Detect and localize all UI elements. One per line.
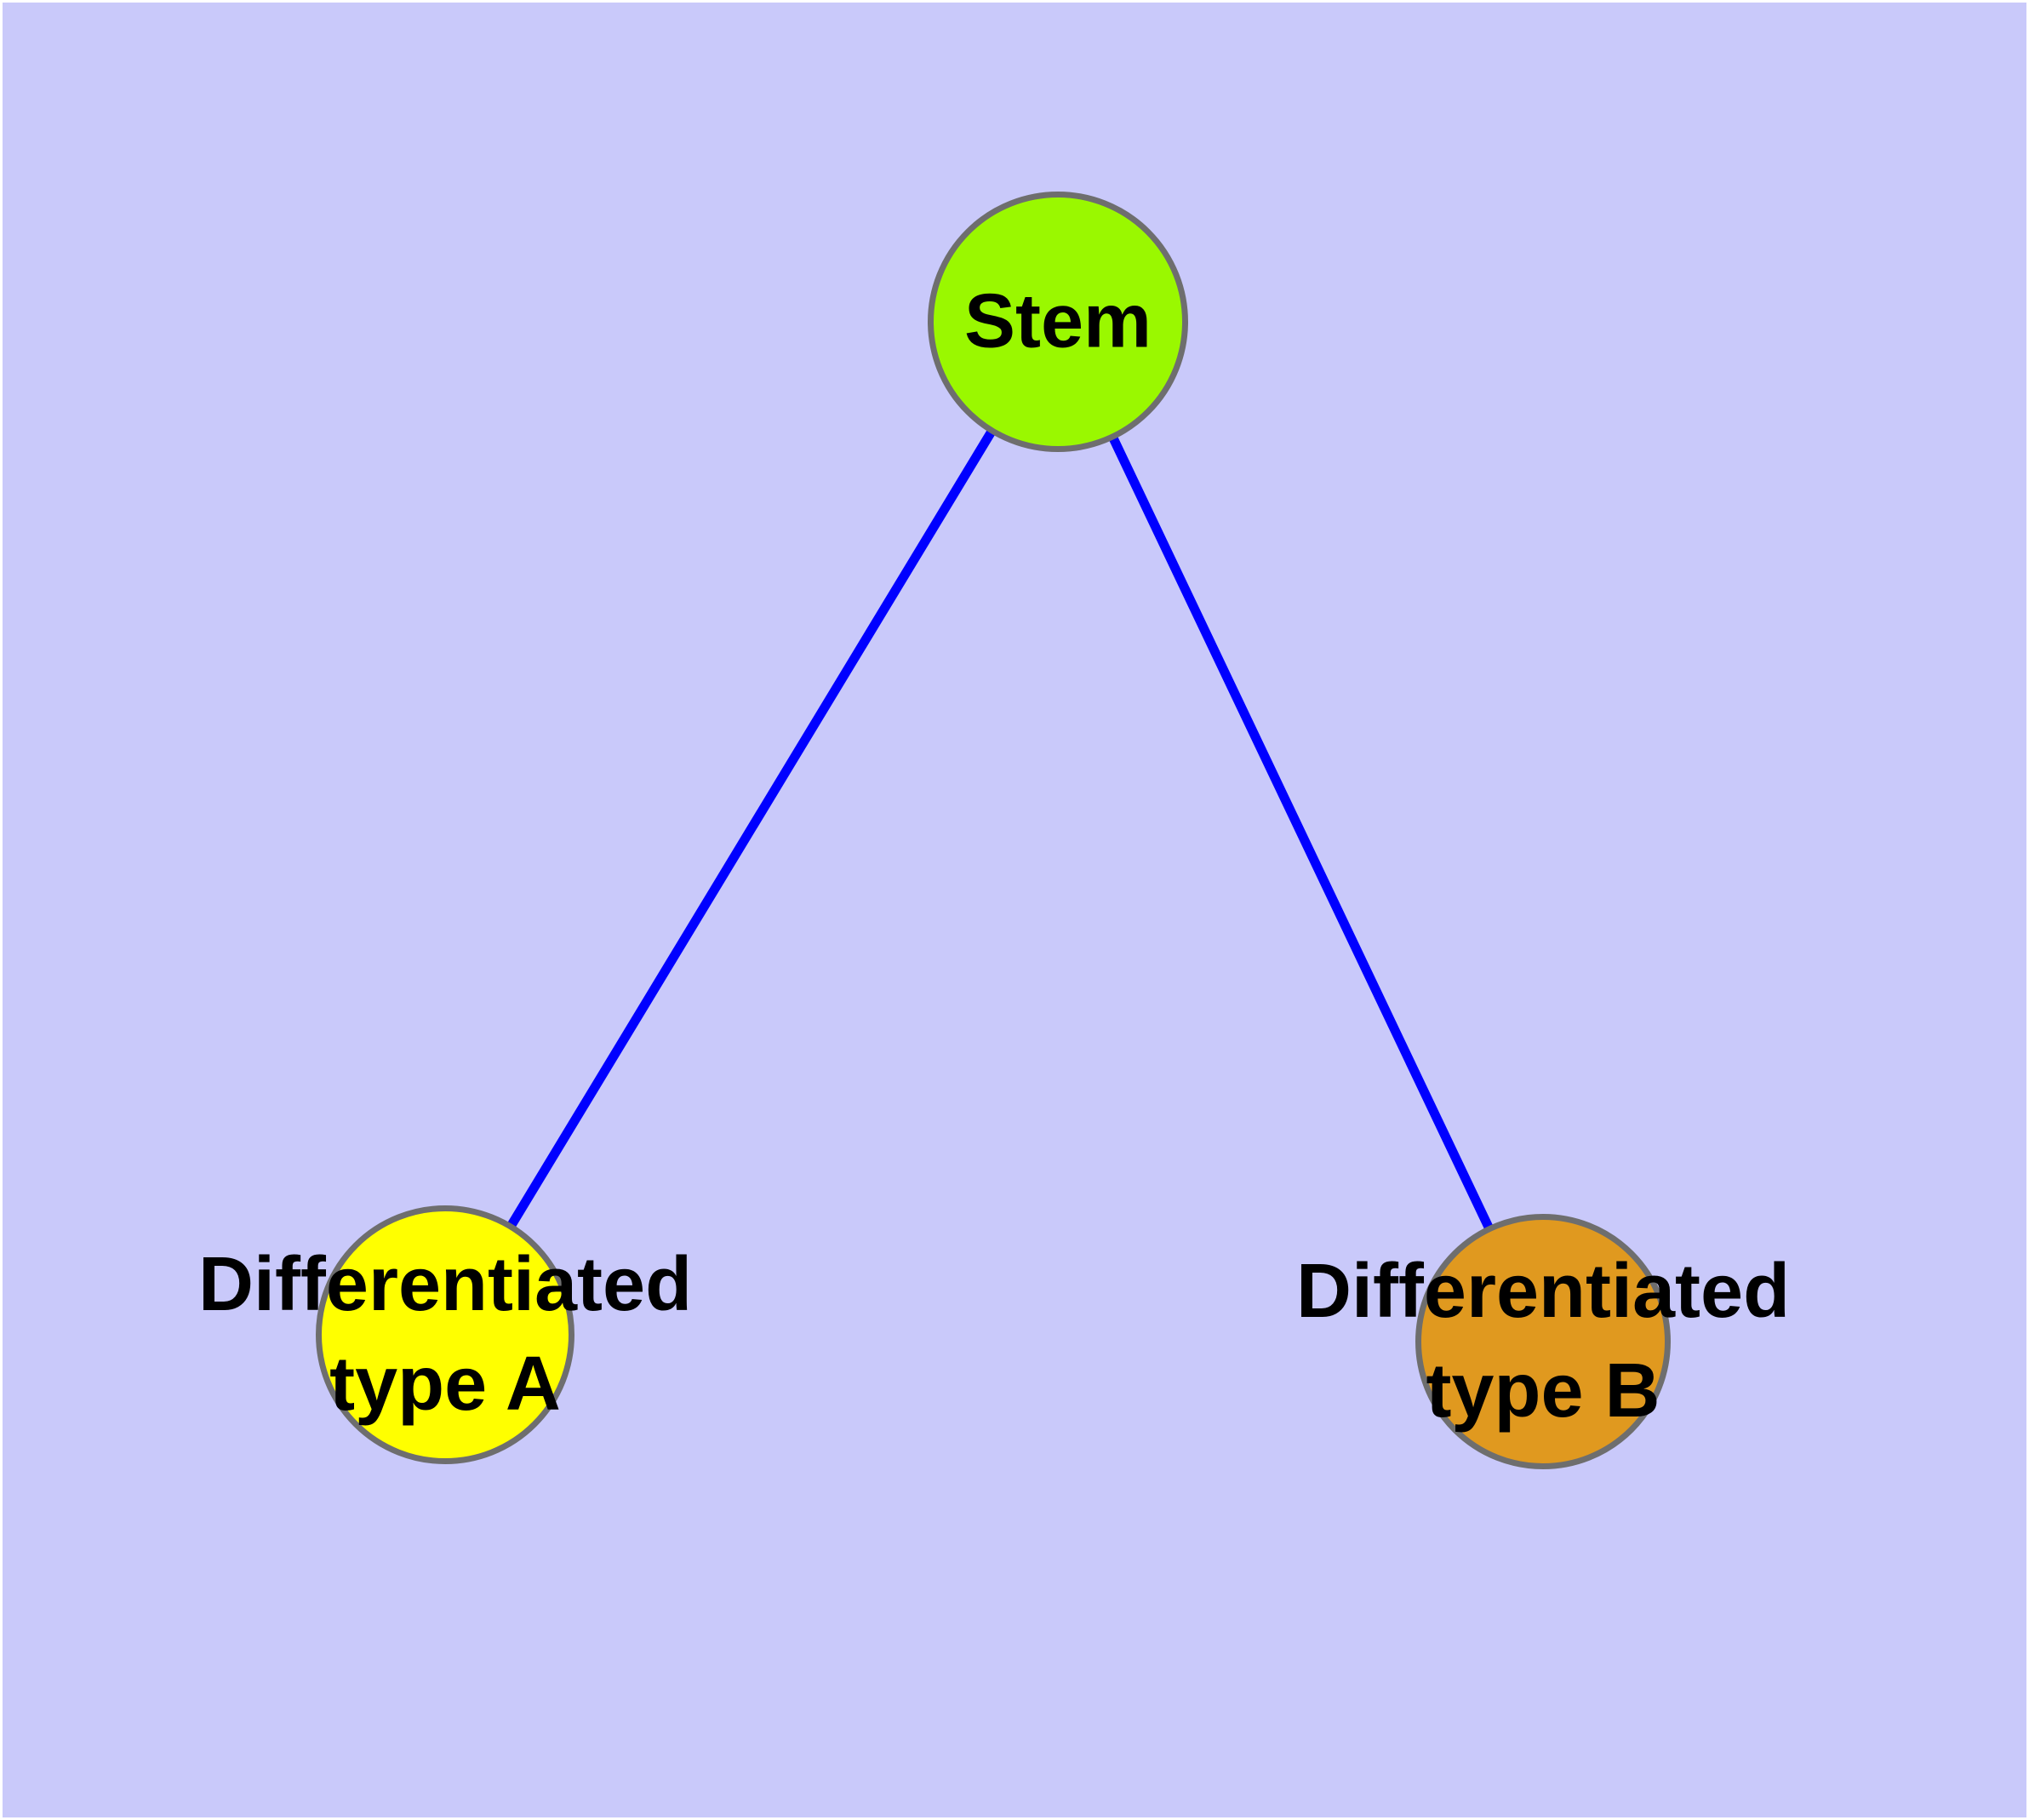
edge-stem-to-type-b <box>1053 317 1548 1347</box>
label-stem: Stem <box>964 272 1152 372</box>
node-differentiated-type-a <box>316 1205 574 1464</box>
label-differentiated-type-a: Differentiated type A <box>198 1235 692 1434</box>
label-differentiated-type-b: Differentiated type B <box>1296 1242 1790 1441</box>
edge-stem-to-type-a <box>440 317 1063 1340</box>
label-line: Stem <box>963 278 1152 364</box>
edge-layer <box>440 317 1548 1347</box>
label-line: Differentiated <box>197 1242 693 1327</box>
node-differentiated-type-b <box>1415 1214 1671 1469</box>
label-line: Differentiated <box>1295 1249 1791 1334</box>
node-stem <box>928 192 1188 452</box>
label-line: type A <box>329 1342 561 1427</box>
label-line: type B <box>1426 1348 1660 1434</box>
diagram-canvas: Stem Differentiated type A Differentiate… <box>3 3 2026 1817</box>
